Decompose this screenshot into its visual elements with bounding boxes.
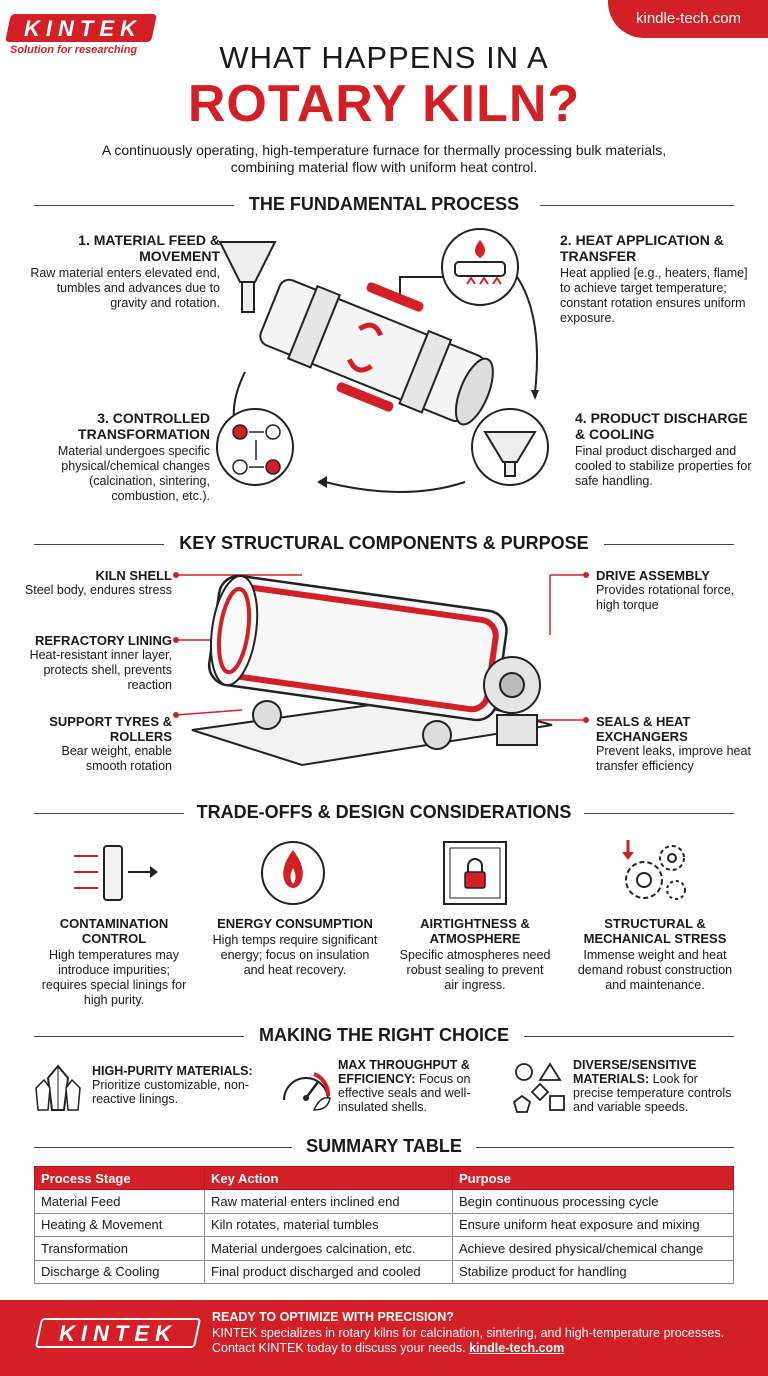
table-cell: Stabilize product for handling	[452, 1259, 734, 1284]
process-step-2: 2. HEAT APPLICATION & TRANSFER Heat appl…	[560, 232, 748, 325]
footer-link[interactable]: kindle-tech.com	[469, 1341, 565, 1355]
process-step-1: 1. MATERIAL FEED & MOVEMENT Raw material…	[30, 232, 220, 310]
section-heading-choice: MAKING THE RIGHT CHOICE	[0, 1025, 768, 1049]
table-header-row: Process Stage Key Action Purpose	[34, 1166, 734, 1190]
title-line2: ROTARY KILN?	[187, 75, 581, 133]
shapes-icon	[512, 1062, 565, 1113]
tradeoff-contamination: CONTAMINATION CONTROL High temperatures …	[41, 916, 187, 1007]
kiln-cutaway-illustration	[173, 572, 589, 767]
table-cell: Ensure uniform heat exposure and mixing	[452, 1212, 734, 1237]
table-cell: Material Feed	[34, 1189, 205, 1214]
column-header: Key Action	[204, 1166, 453, 1190]
choice-diverse-materials: DIVERSE/SENSITIVE MATERIALS: Look for pr…	[573, 1058, 732, 1114]
lock-icon	[443, 841, 507, 905]
gears-icon	[622, 840, 686, 900]
choice-max-throughput: MAX THROUGHPUT & EFFICIENCY: Focus on ef…	[338, 1058, 471, 1114]
logo-tagline: Solution for researching	[10, 44, 138, 56]
process-step-4: 4. PRODUCT DISCHARGE & COOLING Final pro…	[575, 410, 752, 488]
subtitle: A continuously operating, high-temperatu…	[101, 142, 667, 175]
component-kiln-shell: KILN SHELL Steel body, endures stress	[24, 568, 172, 597]
table-cell: Heating & Movement	[34, 1212, 205, 1237]
component-refractory-lining: REFRACTORY LINING Heat-resistant inner l…	[29, 633, 172, 692]
logo: KINTEK	[24, 16, 142, 41]
process-step-3: 3. CONTROLLED TRANSFORMATION Material un…	[57, 410, 210, 503]
crystal-icon	[35, 1064, 81, 1111]
footer-body: KINTEK specializes in rotary kilns for c…	[212, 1326, 725, 1355]
energy-flame-icon	[261, 841, 325, 905]
table-cell: Kiln rotates, material tumbles	[204, 1212, 453, 1237]
section-heading-summary: SUMMARY TABLE	[0, 1136, 768, 1160]
tradeoff-energy: ENERGY CONSUMPTION High temps require si…	[212, 916, 378, 977]
footer-logo: KINTEK	[59, 1321, 177, 1346]
table-cell: Begin continuous processing cycle	[452, 1189, 734, 1214]
column-header: Process Stage	[34, 1166, 205, 1190]
table-row: Heating & Movement Kiln rotates, materia…	[34, 1212, 734, 1237]
summary-table: Process Stage Key Action Purpose Materia…	[34, 1166, 734, 1284]
choice-high-purity: HIGH-PURITY MATERIALS: Prioritize custom…	[92, 1064, 253, 1106]
footer-heading: READY TO OPTIMIZE WITH PRECISION?	[212, 1310, 454, 1324]
table-row: Transformation Material undergoes calcin…	[34, 1236, 734, 1261]
column-header: Purpose	[452, 1166, 734, 1190]
section-heading-components: KEY STRUCTURAL COMPONENTS & PURPOSE	[0, 533, 768, 557]
table-cell: Transformation	[34, 1236, 205, 1261]
tradeoff-structural-stress: STRUCTURAL & MECHANICAL STRESS Immense w…	[577, 916, 733, 992]
site-link[interactable]: kindle-tech.com	[608, 0, 768, 38]
table-cell: Raw material enters inclined end	[204, 1189, 453, 1214]
table-row: Material Feed Raw material enters inclin…	[34, 1189, 734, 1214]
tradeoff-airtightness: AIRTIGHTNESS & ATMOSPHERE Specific atmos…	[399, 916, 551, 992]
component-support-tyres: SUPPORT TYRES & ROLLERS Bear weight, ena…	[49, 714, 172, 773]
title-line1: WHAT HAPPENS IN A	[219, 40, 549, 75]
section-heading-tradeoffs: TRADE-OFFS & DESIGN CONSIDERATIONS	[0, 802, 768, 826]
table-cell: Final product discharged and cooled	[204, 1259, 453, 1284]
table-cell: Achieve desired physical/chemical change	[452, 1236, 734, 1261]
component-seals-heat-exchangers: SEALS & HEAT EXCHANGERS Prevent leaks, i…	[596, 714, 751, 773]
table-cell: Material undergoes calcination, etc.	[204, 1236, 453, 1261]
rotary-kiln-process-illustration	[216, 228, 549, 493]
component-drive-assembly: DRIVE ASSEMBLY Provides rotational force…	[596, 568, 735, 612]
table-row: Discharge & Cooling Final product discha…	[34, 1259, 734, 1284]
contamination-icon	[74, 845, 158, 901]
footer-banner	[0, 1300, 768, 1376]
table-cell: Discharge & Cooling	[34, 1259, 205, 1284]
section-heading-process: THE FUNDAMENTAL PROCESS	[0, 194, 768, 218]
gauge-icon	[283, 1072, 331, 1111]
